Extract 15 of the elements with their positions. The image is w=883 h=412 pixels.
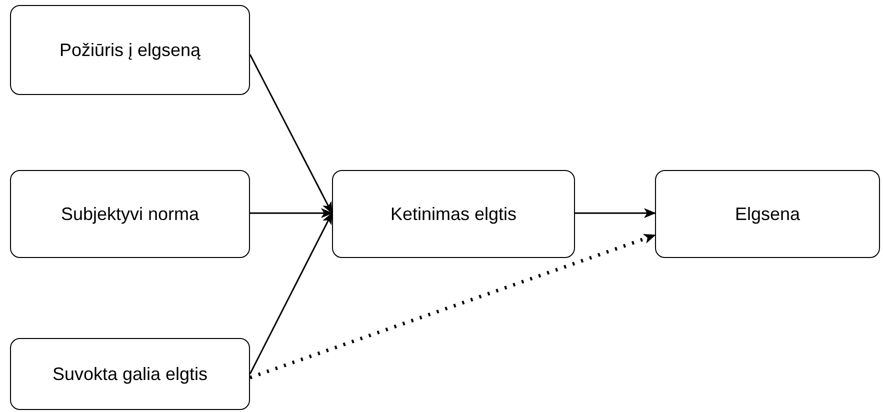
box-label: Požiūris į elgseną (59, 40, 201, 60)
process-box (10, 170, 250, 258)
arrow (249, 233, 656, 380)
box-label: Suvokta galia elgtis (52, 364, 208, 384)
arrow (249, 212, 333, 374)
process-box (655, 170, 880, 258)
box-label: Ketinimas elgtis (390, 204, 517, 224)
process-box (10, 338, 250, 410)
arrow (250, 208, 333, 218)
process-box (332, 170, 575, 258)
arrow (575, 208, 656, 218)
process-box (10, 5, 250, 95)
box-label: Elgsena (734, 204, 800, 224)
arrow (249, 54, 333, 214)
box-label: Subjektyvi norma (60, 204, 200, 224)
